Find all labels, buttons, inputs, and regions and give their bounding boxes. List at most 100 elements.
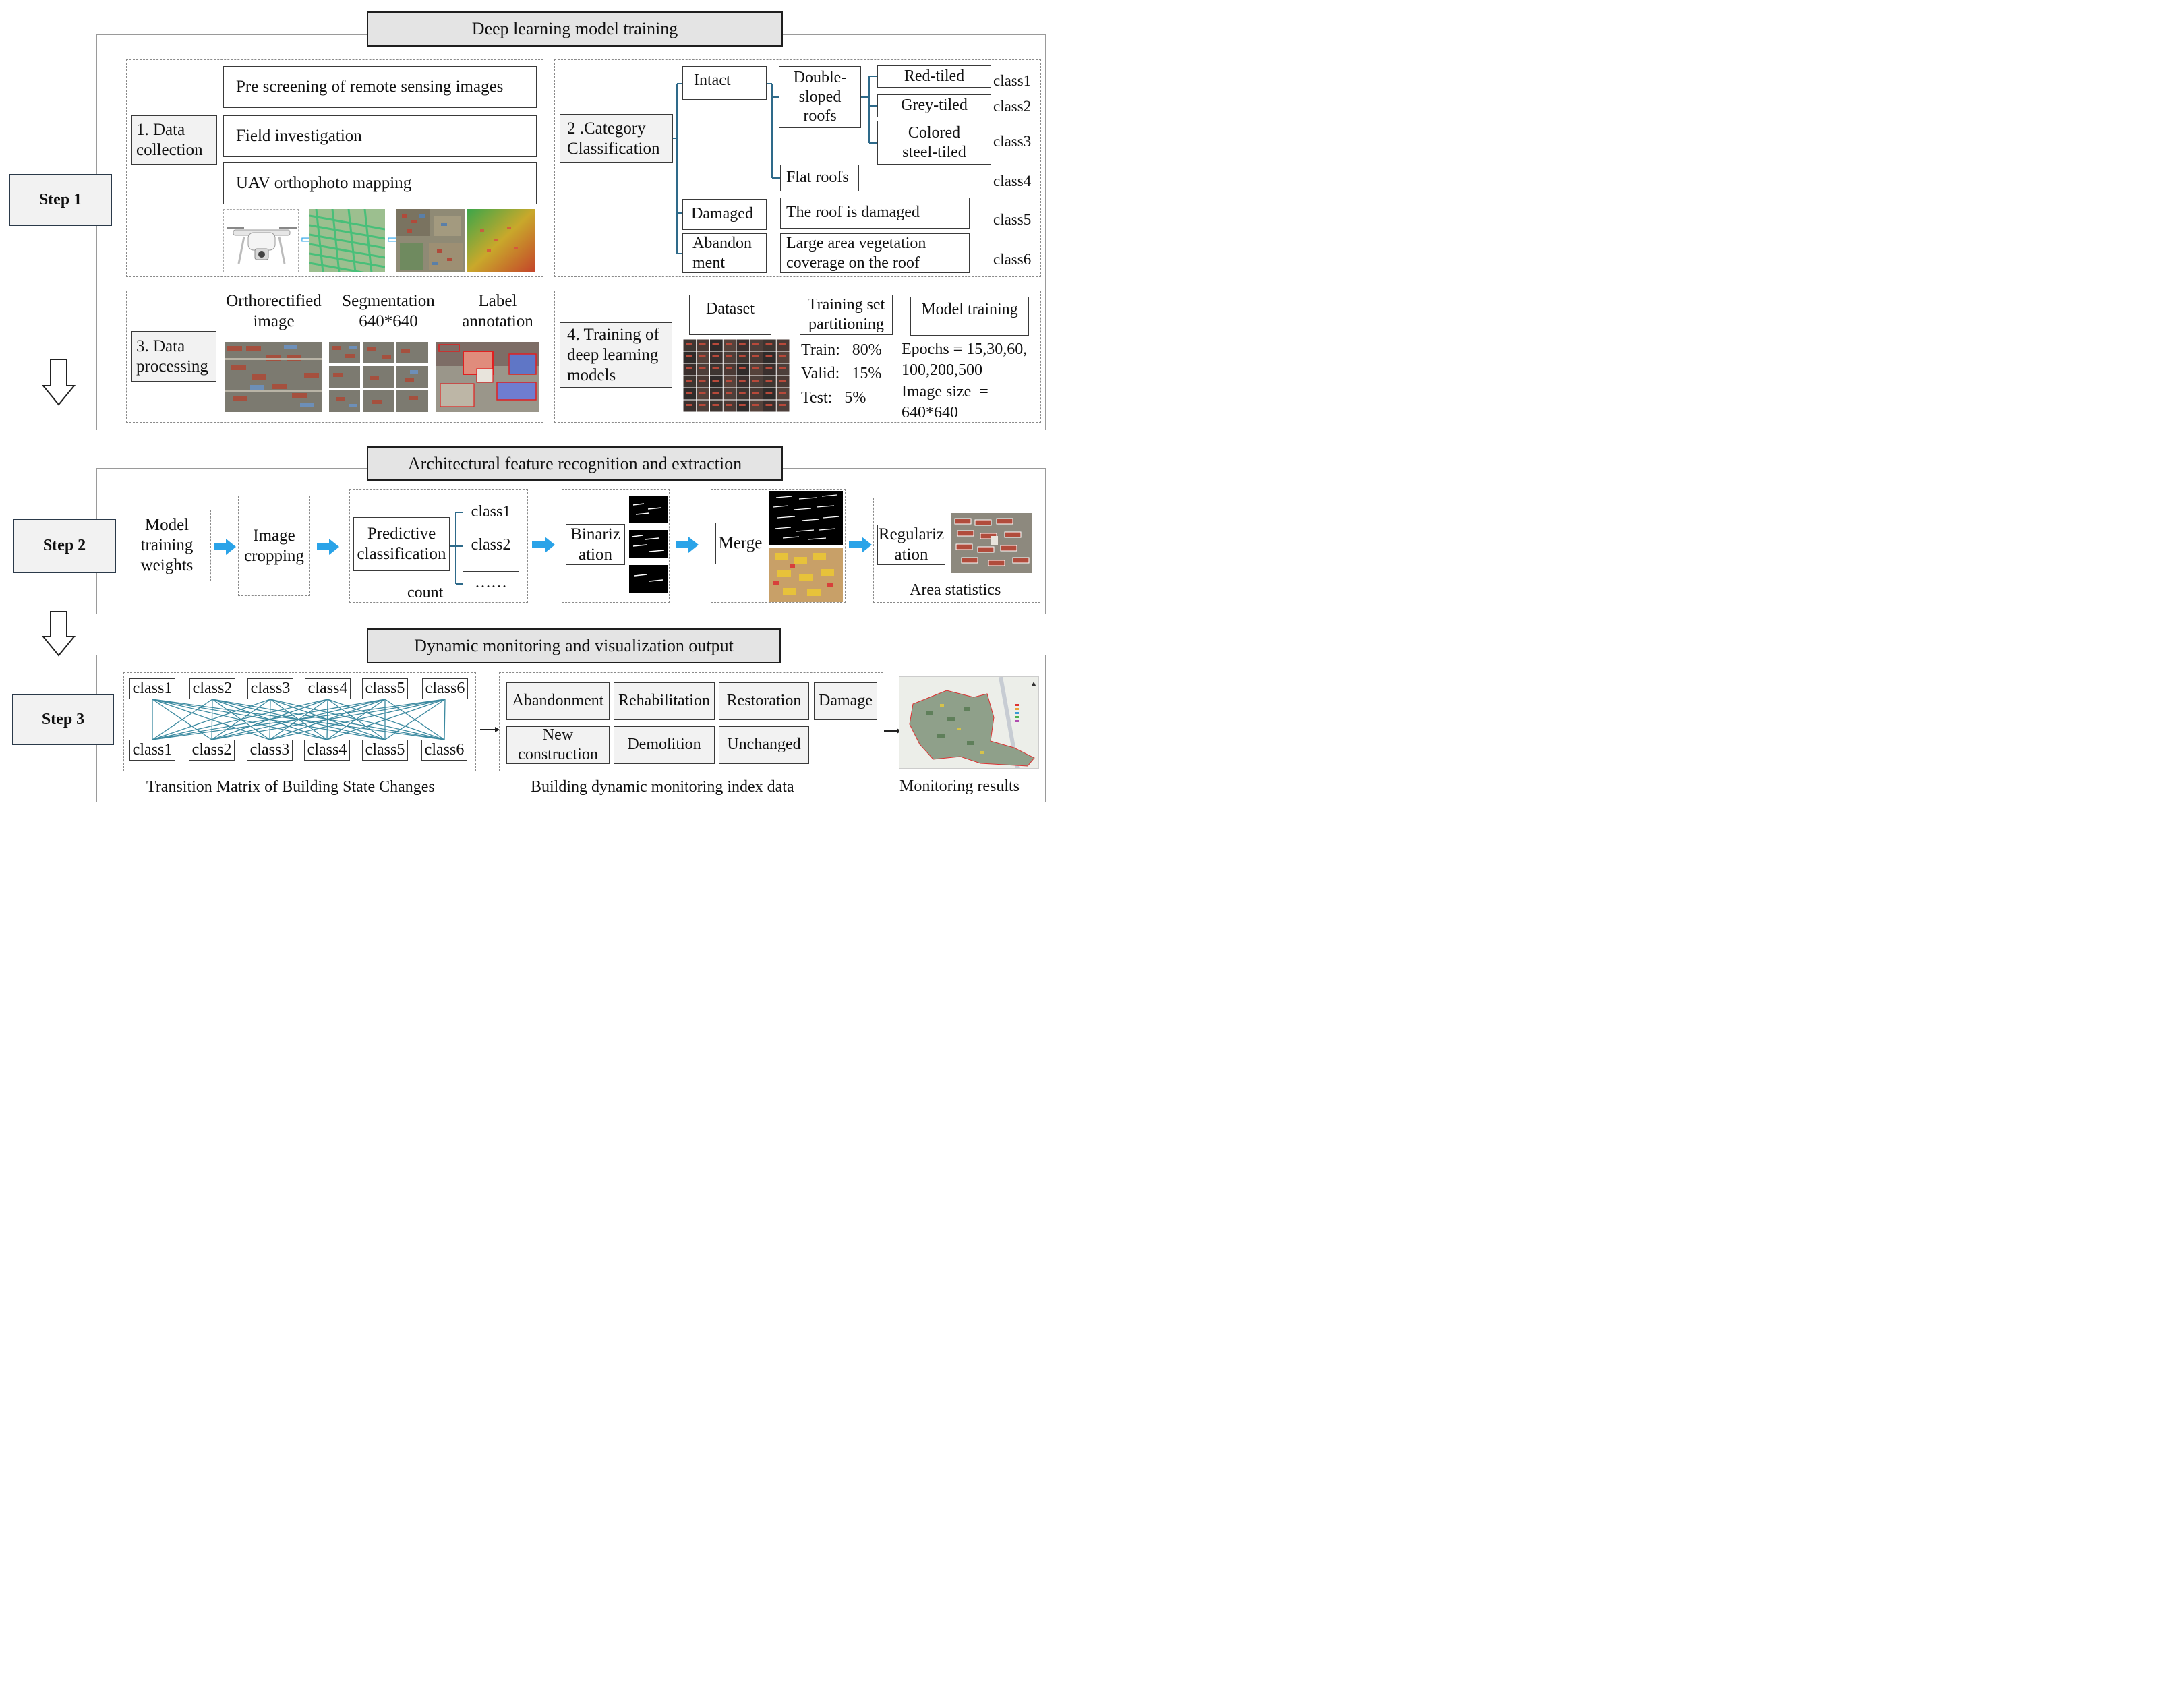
binary-tile-3 [629,565,668,593]
orthophoto-image [396,209,465,272]
orthorectified-image [225,342,322,412]
matrix-top-class-2: class2 [189,678,235,699]
header-dynamic: Dynamic monitoring and visualization out… [367,628,781,663]
class6-label: class6 [993,251,1032,268]
matrix-bottom-class-6: class6 [421,740,467,761]
binary-tile-2 [629,530,668,558]
train-split: Train: 80% [801,341,882,359]
test-split: Test: 5% [801,389,866,407]
class1-label: class1 [993,72,1032,89]
regularized-image [951,513,1032,573]
training-group [554,291,1041,423]
category-classification-label: 2 .Category Classification [560,114,673,163]
class4-label: class4 [993,173,1032,189]
matrix-top-class-6: class6 [422,678,468,699]
monitoring-result-map: ▲ [899,676,1039,769]
data-collection-label: 1. Data collection [131,115,217,165]
pred-class2-box: class2 [463,533,519,558]
matrix-top-class-1: class1 [129,678,175,699]
matrix-top-class-3: class3 [247,678,293,699]
valid-split: Valid: 15% [801,365,882,382]
orthorectified-caption: Orthorectified image [226,292,322,330]
area-statistics-caption: Area statistics [910,581,1001,599]
epochs-values: 100,200,500 [902,361,982,379]
training-label: 4. Training of deep learning models [560,322,672,388]
step-1-label: Step 1 [9,174,112,226]
uav-drone-image [223,209,299,272]
regularization-group [873,498,1040,603]
index-caption: Building dynamic monitoring index data [531,778,794,796]
class5-label: class5 [993,211,1032,228]
unchanged-index: Unchanged [719,726,809,764]
segmentation-image [329,342,428,412]
merge-box: Merge [715,523,765,564]
merged-binary-image [769,491,843,545]
merge-group [711,489,846,603]
epochs-param: Epochs = 15,30,60, [902,341,1028,358]
matrix-bottom-class-4: class4 [304,740,350,761]
matrix-bottom-class-2: class2 [189,740,235,761]
uav-mapping-box: UAV orthophoto mapping [223,162,537,204]
data-processing-group [126,291,543,423]
svg-text:▲: ▲ [1032,680,1036,686]
matrix-bottom-class-1: class1 [129,740,175,761]
image-size-param: Image size = [902,383,988,401]
vegetation-box: Large area vegetation coverage on the ro… [780,233,970,273]
merged-overlay-image [769,548,843,602]
pred-more-box: …… [463,571,519,595]
binary-tile-1 [629,496,668,523]
new-construction-index: New construction [506,726,610,764]
class2-label: class2 [993,98,1032,115]
data-processing-label: 3. Data processing [131,331,216,382]
flight-path-image [309,209,385,272]
red-tiled-box: Red-tiled [877,65,991,88]
abandonment-index: Abandonment [506,682,610,720]
regularization-box: Regulariz ation [877,525,945,565]
roof-damaged-box: The roof is damaged [780,198,970,229]
damage-index: Damage [814,682,877,720]
class3-label: class3 [993,133,1032,150]
step-3-label: Step 3 [12,694,114,745]
dataset-box: Dataset [689,295,771,335]
data-collection-group [126,59,543,277]
predictive-classification-box: Predictive classification [353,517,450,571]
matrix-bottom-class-3: class3 [247,740,293,761]
colored-steel-box: Colored steel-tiled [877,121,991,165]
transition-matrix-group [123,672,476,771]
flat-roofs-box: Flat roofs [780,165,859,191]
index-data-group [499,672,883,771]
abandonment-box: Abandon ment [682,233,767,273]
header-deep-learning: Deep learning model training [367,11,783,47]
binarization-group [562,489,670,603]
monitoring-results-caption: Monitoring results [899,777,1020,795]
model-training-box: Model training [910,297,1029,336]
model-weights-box: Model training weights [123,510,211,581]
dataset-image-grid [683,339,790,412]
partition-box: Training set partitioning [800,295,893,335]
restoration-index: Restoration [719,682,809,720]
dsm-image [467,209,535,272]
damaged-box: Damaged [682,199,767,230]
header-architectural: Architectural feature recognition and ex… [367,446,783,481]
binarization-box: Binariz ation [566,524,625,565]
step-2-label: Step 2 [13,519,116,573]
category-group [554,59,1041,277]
rehabilitation-index: Rehabilitation [614,682,715,720]
double-sloped-box: Double- sloped roofs [779,66,861,128]
prescreening-box: Pre screening of remote sensing images [223,66,537,108]
label-annotation-caption: Label annotation [462,292,533,330]
matrix-top-class-4: class4 [305,678,351,699]
matrix-bottom-class-5: class5 [362,740,408,761]
field-investigation-box: Field investigation [223,115,537,157]
image-size-value: 640*640 [902,404,958,421]
pred-class1-box: class1 [463,500,519,525]
matrix-top-class-5: class5 [362,678,408,699]
intact-box: Intact [682,66,767,100]
count-label: count [407,584,444,601]
label-annotation-image [436,342,539,412]
demolition-index: Demolition [614,726,715,764]
transition-caption: Transition Matrix of Building State Chan… [146,778,435,796]
segmentation-caption: Segmentation 640*640 [342,292,435,330]
prediction-group [349,489,528,603]
grey-tiled-box: Grey-tiled [877,94,991,117]
